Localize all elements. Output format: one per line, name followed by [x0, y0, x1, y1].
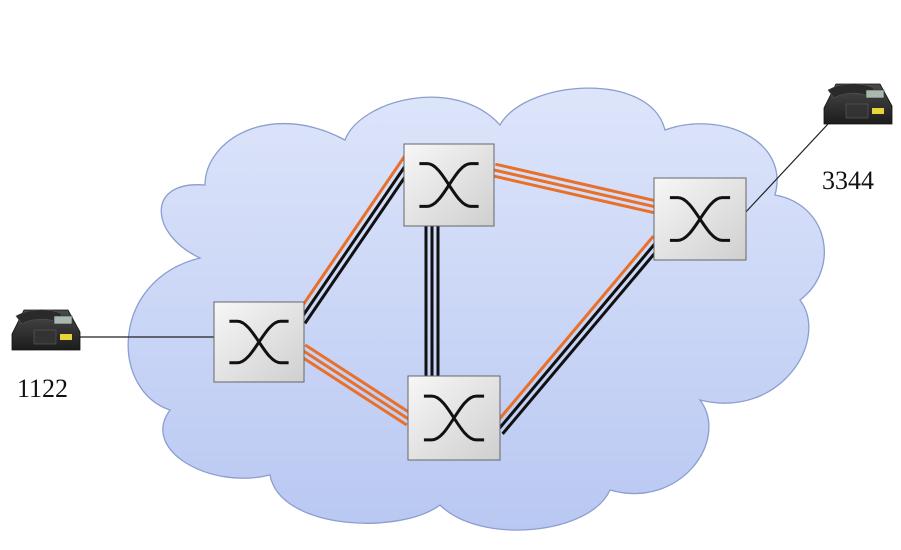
trunk-line-active: [304, 343, 415, 417]
switch-icon: [419, 162, 479, 208]
switch-icon: [229, 319, 289, 365]
switch-icon: [669, 196, 731, 242]
switches: [213, 143, 747, 461]
trunk-line-active: [293, 151, 409, 318]
access-line-3344: [743, 123, 829, 215]
trunk-line-active: [493, 168, 657, 209]
telephone-icon: [823, 83, 893, 125]
switch-node: [213, 301, 305, 383]
access-lines: [76, 123, 829, 338]
phone-number-label: 1122: [17, 374, 68, 403]
trunk-line-active: [495, 162, 658, 203]
trunk-line-idle: [303, 158, 419, 325]
trunk-line-active: [492, 235, 655, 428]
switch-icon: [423, 394, 485, 442]
trunk-line-active: [297, 353, 408, 427]
switch-node: [403, 143, 495, 227]
telephone-icon: [11, 309, 81, 351]
switch-node: [653, 177, 747, 261]
trunk-line-idle: [298, 155, 414, 321]
trunk-lines: [293, 151, 664, 435]
trunk-line-idle: [496, 239, 660, 431]
trunk-line-active: [301, 348, 411, 422]
trunk-line-active: [492, 174, 655, 215]
switch-node: [407, 375, 501, 461]
phone-number-label: 3344: [822, 166, 874, 195]
trunk-line-idle: [501, 242, 664, 435]
